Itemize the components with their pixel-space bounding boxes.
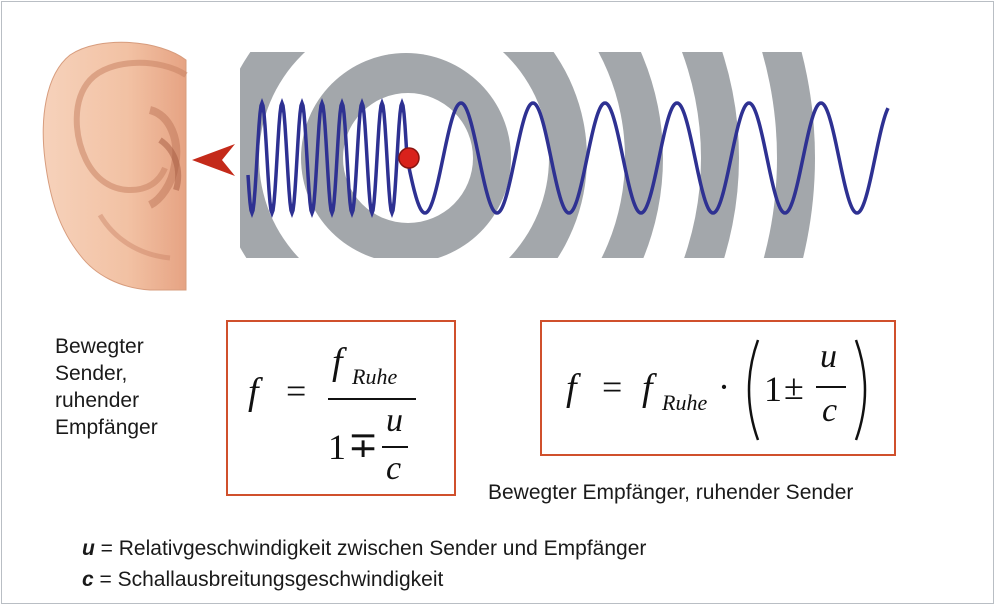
legend-row-u: u = Relativgeschwindigkeit zwischen Send… <box>82 537 646 561</box>
legend-text: = Schallausbreitungsgeschwindigkeit <box>94 568 444 591</box>
main-fraction-bar <box>328 398 416 400</box>
subscript-ruhe: Ruhe <box>662 390 707 416</box>
frac-u: u <box>386 402 403 440</box>
right-formula-caption: Bewegter Empfänger, ruhender Sender <box>488 481 853 505</box>
symbol-f: f <box>642 366 653 410</box>
denominator-one: 1 <box>328 426 346 468</box>
legend-row-c: c = Schallausbreitungsgeschwindigkeit <box>82 568 443 592</box>
left-paren <box>738 336 762 444</box>
right-formula-box: f = f Ruhe · 1 ± u c <box>540 320 896 456</box>
fraction-bar <box>816 386 846 388</box>
arrow-icon <box>192 144 235 176</box>
right-paren <box>852 336 876 444</box>
equals-sign: = <box>602 366 622 408</box>
label-line: Bewegter <box>55 333 158 360</box>
frac-c: c <box>386 450 401 488</box>
lhs-f: f <box>566 366 577 410</box>
multiply-dot: · <box>718 366 730 408</box>
lhs-f: f <box>248 370 259 414</box>
one: 1 <box>764 368 782 410</box>
doppler-diagram <box>0 0 997 300</box>
equals-sign: = <box>286 370 306 412</box>
label-line: Sender, <box>55 360 158 387</box>
numerator-subscript: Ruhe <box>352 364 397 390</box>
numerator-f: f <box>332 340 343 384</box>
ear-icon <box>43 42 186 290</box>
frac-u: u <box>820 338 837 376</box>
legend-text: = Relativgeschwindigkeit zwischen Sender… <box>95 537 647 560</box>
small-fraction-bar <box>382 446 408 448</box>
label-line: ruhender <box>55 387 158 414</box>
legend-symbol: c <box>82 568 94 591</box>
minus-plus-sign: ∓ <box>348 424 378 466</box>
plus-minus-sign: ± <box>784 366 804 408</box>
label-line: Empfänger <box>55 414 158 441</box>
left-formula-box: f = f Ruhe 1 ∓ u c <box>226 320 456 496</box>
frac-c: c <box>822 392 837 430</box>
legend-symbol: u <box>82 537 95 560</box>
sound-source-dot-icon <box>399 148 419 168</box>
left-formula-label: Bewegter Sender, ruhender Empfänger <box>55 333 158 441</box>
